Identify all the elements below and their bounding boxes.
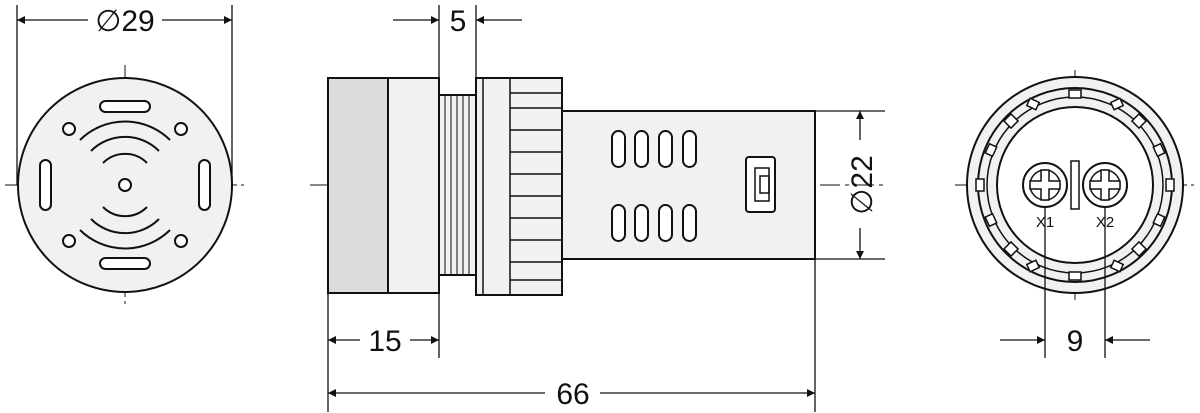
front-diameter-label: ∅29	[95, 5, 155, 38]
body-diameter-label: ∅22	[846, 155, 879, 215]
terminal-x2	[1082, 162, 1128, 208]
terminal-x1	[1022, 162, 1068, 208]
terminal-spacing-label: 9	[1067, 325, 1084, 358]
rear-view: X1 X2 9	[955, 70, 1195, 358]
total-length-label: 66	[556, 378, 589, 411]
head-ring	[387, 77, 440, 294]
head-length-label: 15	[368, 325, 401, 358]
flange-width-label: 5	[450, 5, 467, 38]
head-cap	[327, 77, 389, 294]
side-view: ∅22 5 15 66	[310, 5, 885, 412]
front-view: ∅29	[5, 5, 245, 305]
